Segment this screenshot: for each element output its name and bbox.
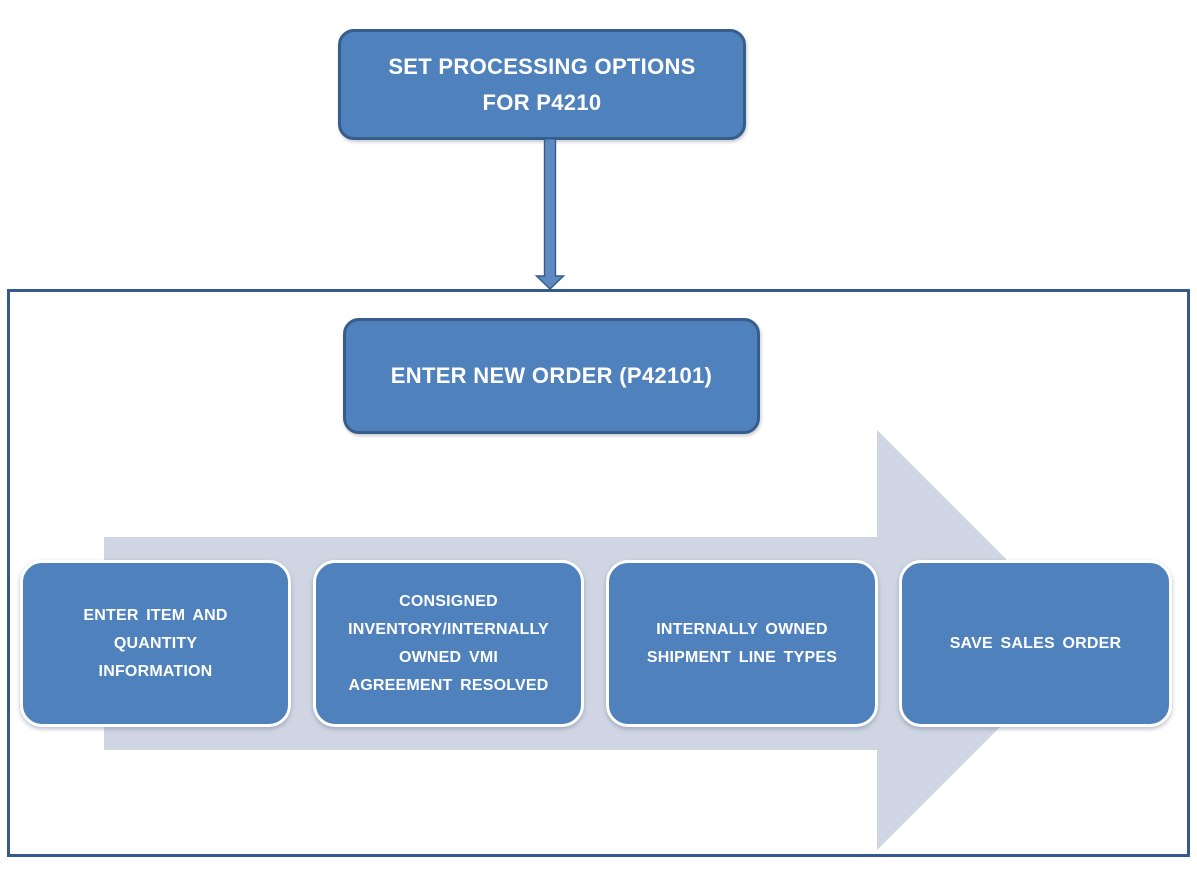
step-save-sales-order: SAVE SALES ORDER xyxy=(899,560,1172,727)
process-flow-arrow-icon xyxy=(104,430,1087,850)
node-set-processing-options: SET PROCESSING OPTIONS FOR P4210 xyxy=(338,29,746,140)
step-enter-item-quantity: ENTER ITEM AND QUANTITY INFORMATION xyxy=(20,560,291,727)
down-arrow-connector-icon xyxy=(535,138,565,290)
node-enter-new-order-label: ENTER NEW ORDER (P42101) xyxy=(390,363,713,388)
order-entry-container xyxy=(7,289,1190,857)
step-internally-owned-line-types-label: INTERNALLY OWNED SHIPMENT LINE TYPES xyxy=(646,620,838,666)
step-enter-item-quantity-label: ENTER ITEM AND QUANTITY INFORMATION xyxy=(83,606,228,680)
step-save-sales-order-label: SAVE SALES ORDER xyxy=(949,634,1122,652)
node-set-processing-options-label: SET PROCESSING OPTIONS FOR P4210 xyxy=(388,53,696,115)
step-consigned-inventory-vmi-label: CONSIGNED INVENTORY/INTERNALLY OWNED VMI… xyxy=(348,592,549,694)
step-internally-owned-line-types: INTERNALLY OWNED SHIPMENT LINE TYPES xyxy=(606,560,878,727)
node-enter-new-order: ENTER NEW ORDER (P42101) xyxy=(343,318,760,434)
step-consigned-inventory-vmi: CONSIGNED INVENTORY/INTERNALLY OWNED VMI… xyxy=(313,560,584,727)
